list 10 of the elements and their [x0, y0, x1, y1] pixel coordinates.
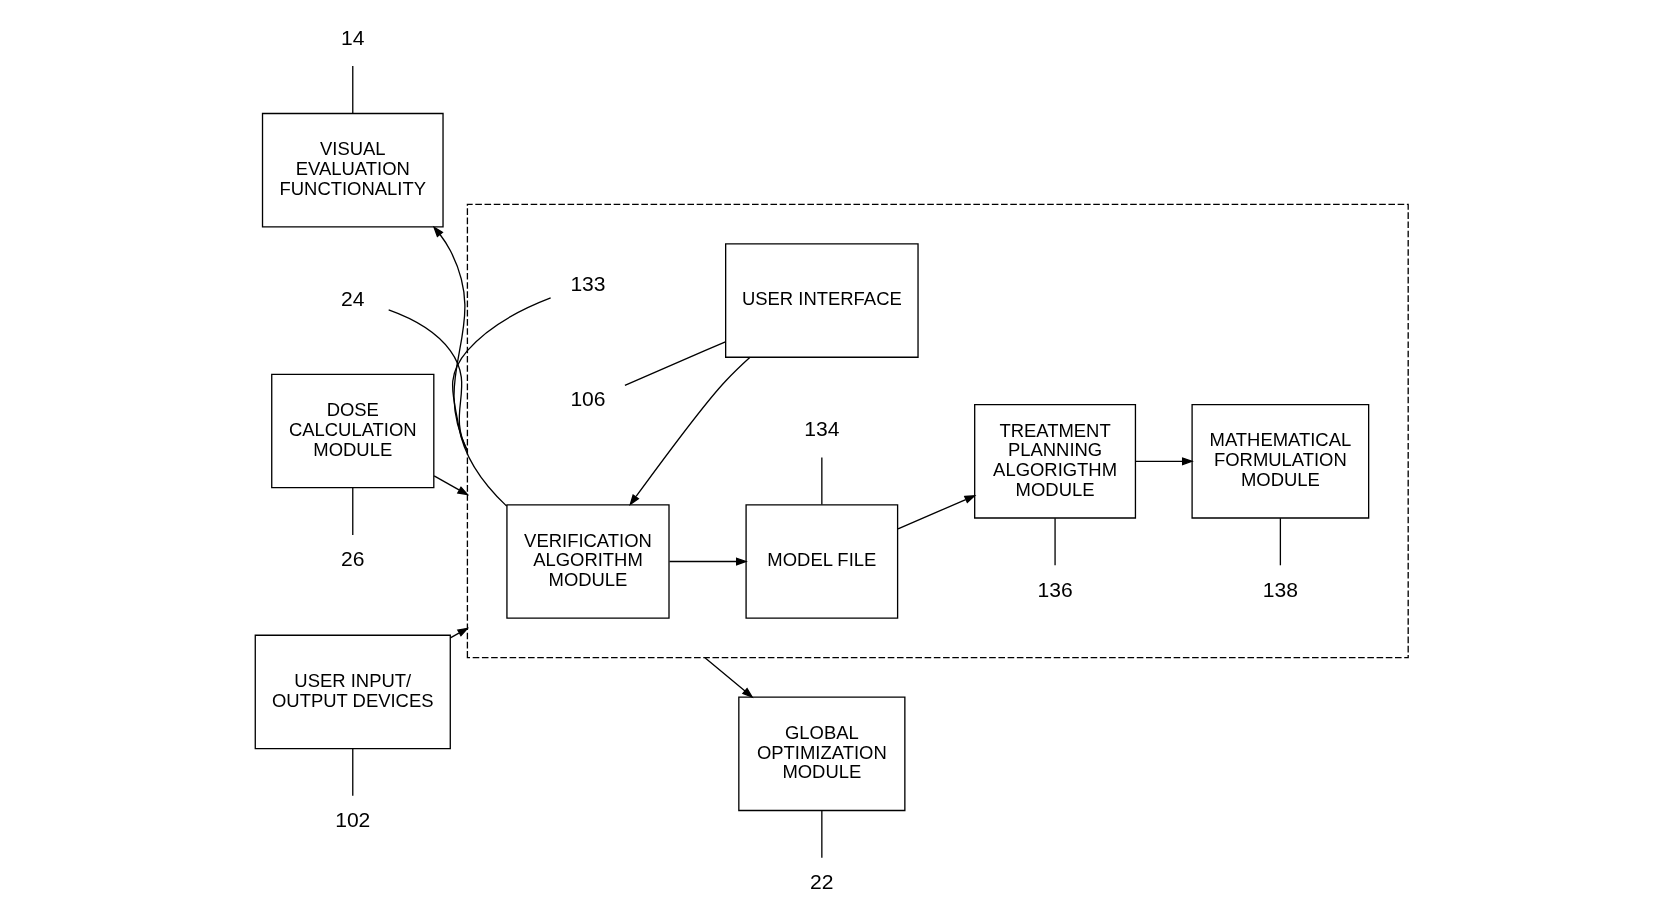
node-text: 138 — [1262, 577, 1298, 601]
node-text: 134 — [804, 417, 840, 441]
node-text: 102 — [335, 808, 371, 832]
node-text: 133 — [570, 272, 606, 296]
node-text: 26 — [341, 547, 365, 571]
node-text: 106 — [570, 386, 606, 410]
node-text: 22 — [810, 870, 834, 894]
node-text: 14 — [341, 25, 365, 49]
node-text: 24 — [341, 286, 365, 310]
node-text: 136 — [1037, 577, 1073, 601]
